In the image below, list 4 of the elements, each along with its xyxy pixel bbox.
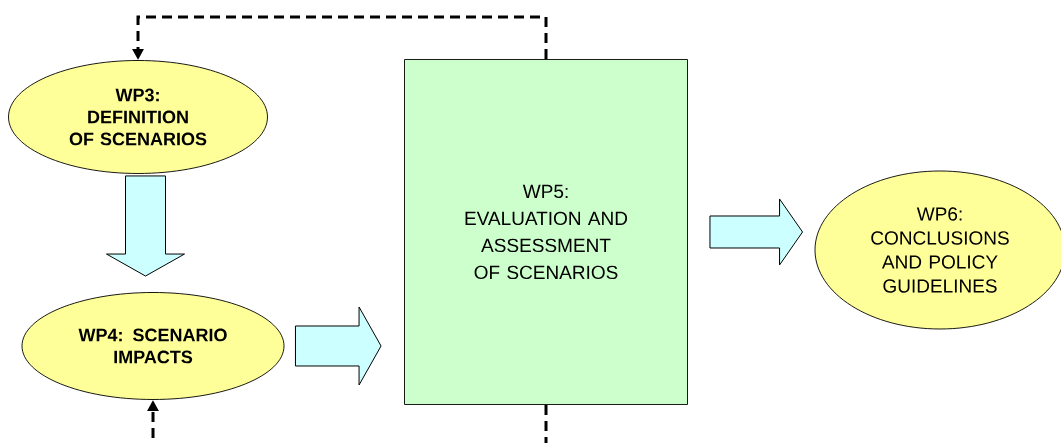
block-arrow bbox=[294, 306, 382, 386]
work-package-box: WP5: EVALUATION AND ASSESSMENT OF SCENARIOS bbox=[404, 59, 688, 405]
block-arrow bbox=[709, 198, 804, 266]
block-arrow bbox=[106, 175, 185, 277]
